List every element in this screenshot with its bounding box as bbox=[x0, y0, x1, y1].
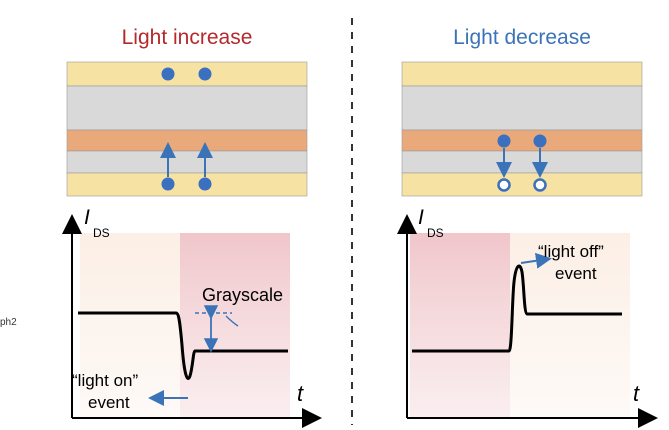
light-on-event-line1: “light on” bbox=[72, 371, 138, 390]
background-light-off-region bbox=[510, 233, 630, 418]
grayscale-callout-curve bbox=[225, 315, 239, 327]
current-trace bbox=[412, 264, 622, 353]
light-off-event-line2: event bbox=[555, 264, 597, 283]
left-axis-y-main: I bbox=[84, 206, 90, 229]
left-graph bbox=[62, 214, 322, 428]
right-axis-y-sub: DS bbox=[427, 226, 444, 240]
electron-filled-icon bbox=[161, 177, 175, 191]
hole-open-icon bbox=[533, 178, 547, 192]
right-axis-x: t bbox=[633, 381, 640, 406]
grayscale-label: Grayscale bbox=[202, 285, 283, 305]
electron-filled-icon bbox=[198, 177, 212, 191]
left-axis-y-sub: DS bbox=[93, 226, 110, 240]
current-trace bbox=[78, 311, 288, 380]
side-text-fragment: ph2 bbox=[0, 317, 17, 328]
background-light-off-region bbox=[80, 233, 180, 418]
right-graph bbox=[397, 214, 658, 428]
background-light-on-region bbox=[410, 233, 510, 418]
light-increase-title: Light increase bbox=[121, 26, 253, 49]
background-light-on-region bbox=[180, 233, 290, 418]
right-axis-y-main: I bbox=[418, 206, 424, 229]
light-off-event-line1: “light off” bbox=[538, 242, 604, 261]
light-off-event-arrow bbox=[520, 252, 552, 269]
left-axis-x: t bbox=[297, 381, 304, 406]
light-on-event-line2: event bbox=[88, 393, 130, 412]
electron-filled-icon bbox=[497, 134, 511, 148]
electron-filled-icon bbox=[533, 134, 547, 148]
electron-filled-icon bbox=[198, 67, 212, 81]
electron-filled-icon bbox=[161, 67, 175, 81]
hole-open-icon bbox=[497, 178, 511, 192]
light-decrease-title: Light decrease bbox=[453, 26, 591, 49]
right-layer-stack bbox=[401, 61, 643, 197]
left-layer-stack bbox=[66, 61, 308, 197]
